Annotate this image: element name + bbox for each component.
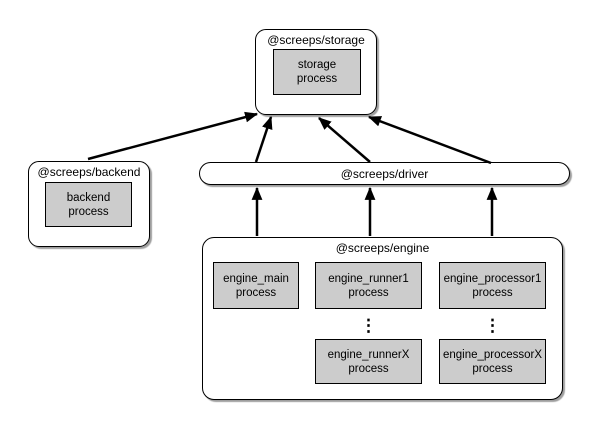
arrow-driver-to-storage-right [367,115,492,165]
runner-ellipsis: ⋮ [360,316,377,335]
process-engine-runner1-line1: engine_runner1 [328,272,409,285]
process-engine-processorX-line1: engine_processorX [442,348,543,361]
process-engine-runnerX-line1: engine_runnerX [327,348,410,361]
node-engine-label: @screeps/engine [335,241,430,255]
process-engine-main: engine_main process [213,262,299,309]
process-engine-main-line1: engine_main [223,272,289,285]
arrow-driver-to-storage-center [318,117,371,163]
process-engine-main-line2: process [235,286,277,299]
node-backend: @screeps/backend backend process [28,161,150,247]
process-backend-line1: backend [66,191,111,204]
node-engine: @screeps/engine engine_main process engi… [202,237,563,400]
node-storage: @screeps/storage storage process [255,29,377,115]
process-engine-processor1-line2: process [472,286,513,299]
node-backend-label: @screeps/backend [37,165,141,179]
process-engine-runner1: engine_runner1 process [315,262,422,309]
node-driver-label: @screeps/driver [340,166,429,181]
process-engine-processorX-line2: process [472,362,513,375]
process-engine-runner1-line2: process [348,286,389,299]
node-driver: @screeps/driver [199,162,570,185]
arrow-backend-to-storage [87,111,259,161]
processor-ellipsis: ⋮ [484,316,501,335]
process-storage-line2: process [296,73,338,85]
process-engine-processor1: engine_processor1 process [439,262,546,309]
process-storage-line1: storage [297,59,337,71]
process-engine-processorX: engine_processorX process [439,339,546,384]
arrow-driver-to-storage-left [254,115,273,163]
node-storage-label: @screeps/storage [267,33,365,47]
process-storage: storage process [273,49,361,95]
process-engine-runnerX-line2: process [348,362,389,375]
process-backend: backend process [45,182,132,227]
process-backend-line2: process [68,205,109,218]
process-engine-processor1-line1: engine_processor1 [443,272,542,285]
process-engine-runnerX: engine_runnerX process [315,339,422,384]
